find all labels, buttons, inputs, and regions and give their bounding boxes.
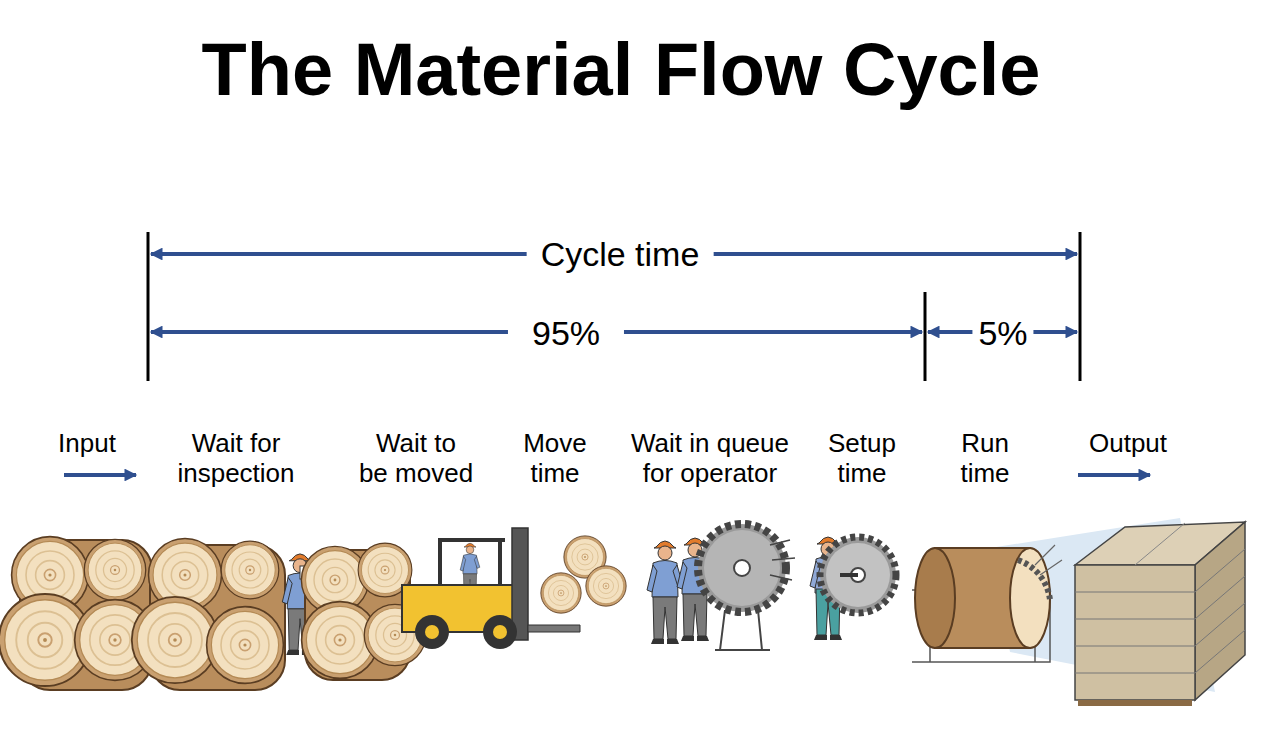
- stage-label: Output: [1089, 428, 1167, 458]
- setup-operator: [810, 537, 896, 640]
- input-arrow: [64, 473, 136, 477]
- stage-label: Move time: [510, 428, 600, 488]
- stage-label: Input: [58, 428, 116, 458]
- log-pile: [132, 539, 285, 690]
- stage-label: Wait in queue for operator: [620, 428, 800, 488]
- percentage-label: 5%: [972, 313, 1033, 353]
- stage-label: Setup time: [815, 428, 910, 488]
- extension-line: [147, 232, 150, 381]
- log-pile: [0, 537, 155, 690]
- stage-label: Wait for inspection: [166, 428, 306, 488]
- percentage-label: 95%: [508, 313, 624, 353]
- output-arrow: [1078, 473, 1150, 477]
- extension-line: [924, 292, 927, 381]
- lumber-stack: [1075, 522, 1245, 706]
- extension-line: [1079, 232, 1082, 381]
- diagram-title: The Material Flow Cycle: [202, 26, 1041, 114]
- forklift: [402, 528, 626, 649]
- dimension-label: Cycle time: [527, 234, 714, 274]
- stage-label: Run time: [945, 428, 1025, 488]
- saw-blade: [698, 524, 795, 650]
- stage-label: Wait to be moved: [358, 428, 474, 488]
